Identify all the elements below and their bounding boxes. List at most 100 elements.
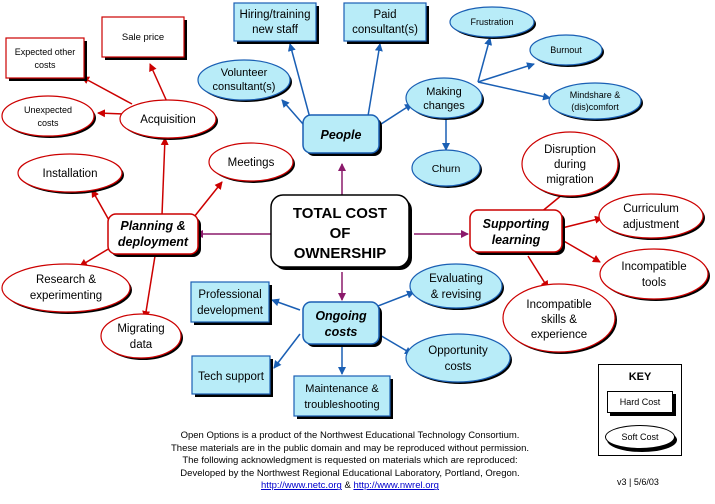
node-migrating-data: Migrating data <box>100 313 183 360</box>
volunteer-line1: Volunteer <box>221 67 268 79</box>
hiring-line1: Hiring/training <box>240 9 311 21</box>
node-burnout: Burnout <box>529 34 604 67</box>
hub-supporting-line1: Supporting <box>483 217 550 231</box>
node-disruption: Disruption during migration <box>521 131 620 198</box>
maintenance-line2: troubleshooting <box>304 399 379 411</box>
footer-links: http://www.netc.org & http://www.nwrel.o… <box>130 480 570 493</box>
key-title: KEY <box>628 371 652 383</box>
paid-line2: consultant(s) <box>352 24 418 36</box>
disruption-line2: during <box>554 159 586 171</box>
nwrel-link[interactable]: http://www.nwrel.org <box>353 480 439 492</box>
node-acquisition: Acquisition <box>119 99 218 140</box>
hub-people-label: People <box>321 128 362 142</box>
hub-ongoing-line2: costs <box>325 325 358 339</box>
node-research: Research & experimenting <box>1 263 132 314</box>
center-title-line3: OWNERSHIP <box>294 245 387 262</box>
evaluating-line1: Evaluating <box>429 273 483 285</box>
hiring-line2: new staff <box>252 24 299 36</box>
making-line2: changes <box>423 100 465 112</box>
hub-planning-line1: Planning & <box>120 219 185 233</box>
center-node: TOTAL COST OF OWNERSHIP <box>270 194 412 270</box>
legend-key: KEY Hard Cost Soft Cost <box>598 364 682 456</box>
evaluating-line2: & revising <box>431 289 482 301</box>
node-unexpected-costs: Unexpected costs <box>1 95 96 138</box>
mindshare-line2: (dis)comfort <box>571 102 619 112</box>
footer-line1: Open Options is a product of the Northwe… <box>180 430 520 441</box>
curriculum-line2: adjustment <box>623 219 680 231</box>
center-title-line2: OF <box>330 225 351 242</box>
node-opportunity-costs: Opportunity costs <box>405 333 512 384</box>
disruption-line1: Disruption <box>544 144 596 156</box>
opportunity-line2: costs <box>445 361 472 373</box>
mindshare-line1: Mindshare & <box>570 90 621 100</box>
node-sale-price: Sale price <box>101 16 187 60</box>
node-churn: Churn <box>411 149 482 188</box>
incompat-tools-line1: Incompatible <box>621 261 686 273</box>
node-tech-support: Tech support <box>191 355 273 397</box>
footer-notice: Open Options is a product of the Northwe… <box>130 430 570 493</box>
migrating-line2: data <box>130 339 153 351</box>
center-connectors <box>195 163 469 301</box>
meetings-label: Meetings <box>228 157 275 169</box>
node-maintenance: Maintenance & troubleshooting <box>293 375 393 419</box>
unexpected-line2: costs <box>37 118 59 128</box>
hub-planning-line2: deployment <box>118 235 189 249</box>
key-soft-cost: Soft Cost <box>605 425 675 449</box>
incompat-tools-line2: tools <box>642 277 667 289</box>
version-label: v3 | 5/6/03 <box>617 477 659 487</box>
node-mindshare: Mindshare & (dis)comfort <box>548 82 643 121</box>
node-paid-consultants: Paid consultant(s) <box>343 2 429 44</box>
node-volunteer-consultants: Volunteer consultant(s) <box>197 59 292 102</box>
hub-ongoing-line1: Ongoing <box>315 309 367 323</box>
node-frustration: Frustration <box>449 6 536 39</box>
footer-line4: Developed by the Northwest Regional Educ… <box>180 467 520 479</box>
hub-supporting: Supporting learning <box>469 209 565 255</box>
research-line1: Research & <box>36 274 96 286</box>
sale-price-label: Sale price <box>122 32 164 43</box>
curriculum-line1: Curriculum <box>623 203 679 215</box>
making-line1: Making <box>426 86 461 98</box>
key-hard-cost: Hard Cost <box>607 391 673 413</box>
frustration-label: Frustration <box>470 17 513 27</box>
hub-ongoing: Ongoing costs <box>302 301 382 347</box>
node-installation: Installation <box>17 153 124 194</box>
prof-dev-line1: Professional <box>198 289 261 301</box>
center-title-line1: TOTAL COST <box>293 205 387 222</box>
node-meetings: Meetings <box>208 142 295 183</box>
opportunity-line1: Opportunity <box>428 345 488 357</box>
footer-line3: The following acknowledgment is requeste… <box>182 455 518 467</box>
node-incompatible-skills: Incompatible skills & experience <box>502 283 617 354</box>
churn-label: Churn <box>432 163 461 175</box>
paid-line1: Paid <box>373 9 396 21</box>
node-evaluating-revising: Evaluating & revising <box>409 263 504 310</box>
prof-dev-line2: development <box>197 305 264 317</box>
acquisition-label: Acquisition <box>140 114 196 126</box>
node-curriculum: Curriculum adjustment <box>598 193 705 240</box>
footer-line2: These materials are in the public domain… <box>170 442 530 454</box>
hub-supporting-line2: learning <box>492 233 541 247</box>
tech-support-label: Tech support <box>198 371 265 383</box>
expected-line1: Expected other <box>15 47 76 57</box>
node-making-changes: Making changes <box>405 77 484 120</box>
node-hiring-training: Hiring/training new staff <box>233 2 319 44</box>
disruption-line3: migration <box>546 174 593 186</box>
volunteer-line2: consultant(s) <box>213 81 276 93</box>
incompat-skills-line2: skills & <box>541 314 577 326</box>
node-expected-other-costs: Expected other costs <box>5 37 87 81</box>
node-incompatible-tools: Incompatible tools <box>599 248 710 301</box>
installation-label: Installation <box>43 168 98 180</box>
incompat-skills-line1: Incompatible <box>526 299 591 311</box>
maintenance-line1: Maintenance & <box>305 383 379 395</box>
research-line2: experimenting <box>30 290 102 302</box>
expected-line2: costs <box>34 60 56 70</box>
node-professional-development: Professional development <box>190 281 272 325</box>
unexpected-line1: Unexpected <box>24 105 72 115</box>
burnout-label: Burnout <box>550 45 582 55</box>
hub-planning: Planning & deployment <box>107 213 201 257</box>
hub-people: People <box>302 114 382 156</box>
footer-amp: & <box>341 480 354 492</box>
incompat-skills-line3: experience <box>531 329 587 341</box>
netc-link[interactable]: http://www.netc.org <box>261 480 342 492</box>
migrating-line1: Migrating <box>117 323 164 335</box>
